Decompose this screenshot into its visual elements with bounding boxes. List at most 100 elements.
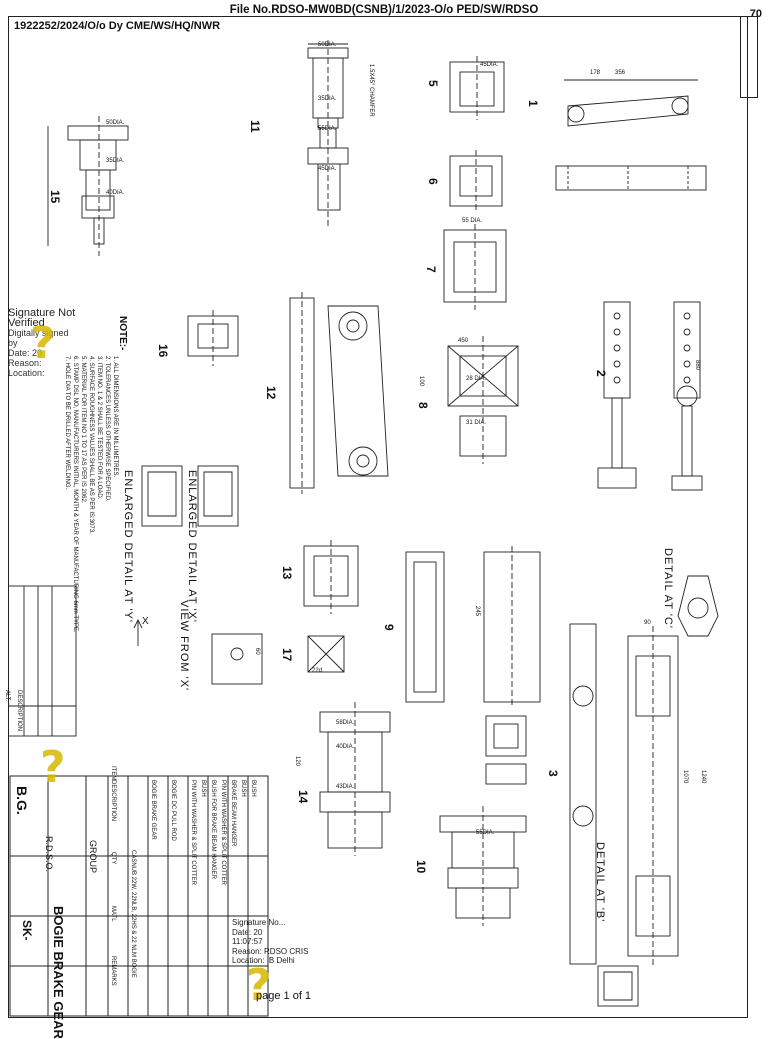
item-16-drawing — [187, 310, 239, 366]
tb-col-qty: QTY — [110, 852, 116, 865]
dim-17: 1070 — [682, 770, 688, 784]
dim-25: 1.5X45° CHAMFER — [368, 64, 374, 117]
item-15-label: 15 — [48, 190, 62, 204]
view-from-x-label: VIEW FROM 'X' — [178, 600, 190, 692]
item-7-label: 7 — [424, 266, 438, 273]
dim-20: 90 — [644, 620, 651, 626]
tb-col-description: DESCRIPTION — [110, 780, 116, 822]
dim-22: 28 DIA. — [466, 376, 487, 382]
item-16-label: 16 — [156, 344, 170, 358]
signature-panel-bottom: Signature No... Date: 20 11:07:57 Reason… — [232, 918, 322, 966]
item-10-label: 10 — [414, 860, 428, 874]
arrow-x-label: X — [142, 616, 149, 627]
signature-panel: Signature Not Verified Digitally signed … — [8, 308, 78, 379]
tb-row-2: BOGIE DC PULL ROD — [170, 780, 176, 841]
item-17-label: 17 — [280, 648, 294, 662]
dim-14: 356 — [615, 70, 626, 76]
item-8-label: 8 — [416, 402, 430, 409]
dim-16: 1240 — [700, 770, 706, 784]
tb-row-7: BRAKE BEAM HANGER — [230, 780, 236, 847]
reference-number: 1922252/2024/O/o Dy CME/WS/HQ/NWR — [14, 20, 221, 32]
dim-9: 58DIA. — [336, 720, 355, 726]
organisation: R.D.S.O. — [44, 836, 54, 873]
tb-row-4: BUSH — [200, 780, 206, 797]
detail-c-drawing — [677, 575, 719, 637]
engineering-drawing — [8, 40, 719, 1017]
item-11-drawing — [307, 40, 349, 226]
dim-4: 45DIA. — [318, 166, 337, 172]
dim-24: 22d — [312, 668, 323, 674]
item-8-drawing — [447, 336, 519, 464]
tb-col-matl: MATL — [110, 906, 116, 922]
note-3: 3. ITEM NO. 1 & 2 SHALL BE TESTED FOR A … — [96, 356, 102, 500]
revision-description-heading: DESCRIPTION — [16, 690, 22, 732]
signature-warning-icon: ? — [246, 960, 272, 1011]
signature-bottom-line-4: Reason: RDSO CRIS — [232, 946, 309, 956]
detail-b-drawing — [597, 965, 639, 1007]
dim-21: 55 DIA. — [462, 218, 483, 224]
dim-8: 45DIA. — [480, 62, 499, 68]
dim-13: 450 — [458, 338, 469, 344]
signature-line-2: Date: 20 — [8, 348, 43, 358]
tb-row-9: BUSH — [250, 780, 256, 797]
file-number: File No.RDSO-MW0BD(CSNB)/1/2023-O/o PED/… — [229, 4, 539, 16]
signature-bottom-line-1: Signature No... — [232, 918, 286, 927]
sheet-tag-box — [740, 16, 758, 98]
signature-bottom-line-5: Location: IB Delhi — [232, 956, 295, 965]
signature-bottom-line-2: Date: 20 — [232, 927, 263, 937]
item-12-drawing — [289, 292, 389, 494]
dim-15: 178 — [590, 70, 601, 76]
dim-1: 50DIA. — [318, 42, 337, 48]
item-13-label: 13 — [280, 566, 294, 580]
dim-10: 40DIA. — [336, 744, 355, 750]
dim-7: 40DIA. — [106, 190, 125, 196]
signature-bottom-line-3: 11:07:57 — [232, 937, 263, 946]
tb-row-5: BUSH FOR BRAKE BEAM HANGER — [210, 780, 216, 880]
tb-col-item: ITEM — [110, 766, 116, 781]
item-2-label: 2 — [594, 370, 608, 377]
item-3-label: 3 — [546, 770, 560, 777]
dim-26: 100 — [418, 376, 424, 387]
note-4: 4. SURFACE ROUGHNESS VALUES SHALL BE AS … — [88, 356, 94, 534]
tb-row-6: PIN WITH WASHER & SPLIT COTTER — [220, 780, 226, 886]
page-number: 70 — [749, 8, 762, 20]
dim-27: 120 — [294, 756, 300, 767]
dim-12: 55DIA. — [476, 830, 495, 836]
item-6-drawing — [449, 150, 503, 212]
group-label: GROUP — [88, 840, 98, 874]
item-1-drawing — [555, 79, 707, 191]
revision-table — [8, 585, 77, 737]
item-14-label: 14 — [296, 790, 310, 804]
item-12-label: 12 — [264, 386, 278, 400]
detail-y-label: ENLARGED DETAIL AT 'Y' — [122, 470, 134, 623]
casnub-bogie-note: CASNUB 22W, 22NLB, 22HS & 22 NLM BOGIE — [130, 850, 136, 978]
item-9-label: 9 — [382, 624, 396, 631]
item-2-drawing — [597, 301, 703, 491]
dim-3: 55DIA. — [318, 126, 337, 132]
dim-5: 50DIA. — [106, 120, 125, 126]
notes-heading: NOTE:- — [117, 316, 128, 351]
dim-19: 245 — [474, 606, 480, 617]
item-15-drawing — [47, 116, 129, 256]
railway-gauge: B.G. — [14, 786, 30, 815]
note-2: 2. TOLERANCES UNLESS OTHERWISE SPECIFIED… — [104, 356, 110, 502]
item-6-label: 6 — [426, 178, 440, 185]
title-block — [9, 775, 269, 1017]
dim-11: 43DIA. — [336, 784, 355, 790]
item-3-drawing — [569, 623, 679, 966]
note-1: 1. ALL DIMENSIONS ARE IN MILLIMETRES. — [112, 356, 118, 478]
dim-2: 35DIA. — [318, 96, 337, 102]
detail-y-drawing — [141, 465, 239, 527]
item-4-drawing — [485, 715, 527, 785]
view-from-x-drawing — [133, 618, 263, 685]
item-10-drawing — [439, 806, 527, 926]
item-9-drawing — [405, 546, 541, 708]
item-14-drawing — [319, 702, 391, 856]
item-17-drawing — [307, 635, 345, 673]
drawing-title: BOGIE BRAKE GEAR — [51, 906, 66, 1039]
dim-18: 880 — [694, 360, 700, 371]
item-5-drawing — [449, 56, 505, 120]
page-indicator: page 1 of 1 — [256, 990, 312, 1002]
item-1-label: 1 — [526, 100, 540, 107]
signature-warning-icon: ? — [40, 742, 66, 793]
